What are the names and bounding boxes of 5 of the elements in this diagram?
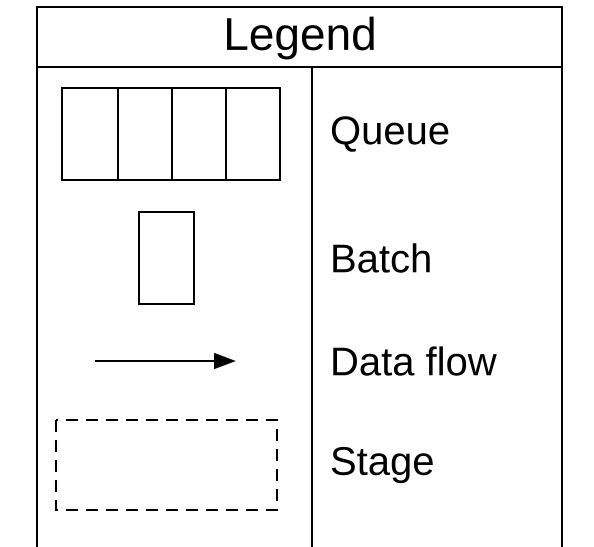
legend-label: Data flow	[333, 346, 497, 376]
legend-title: Legend	[227, 16, 374, 60]
legend-label: Queue	[332, 116, 448, 152]
legend-label: Batch	[333, 243, 430, 273]
legend-label: Stage	[332, 446, 433, 484]
